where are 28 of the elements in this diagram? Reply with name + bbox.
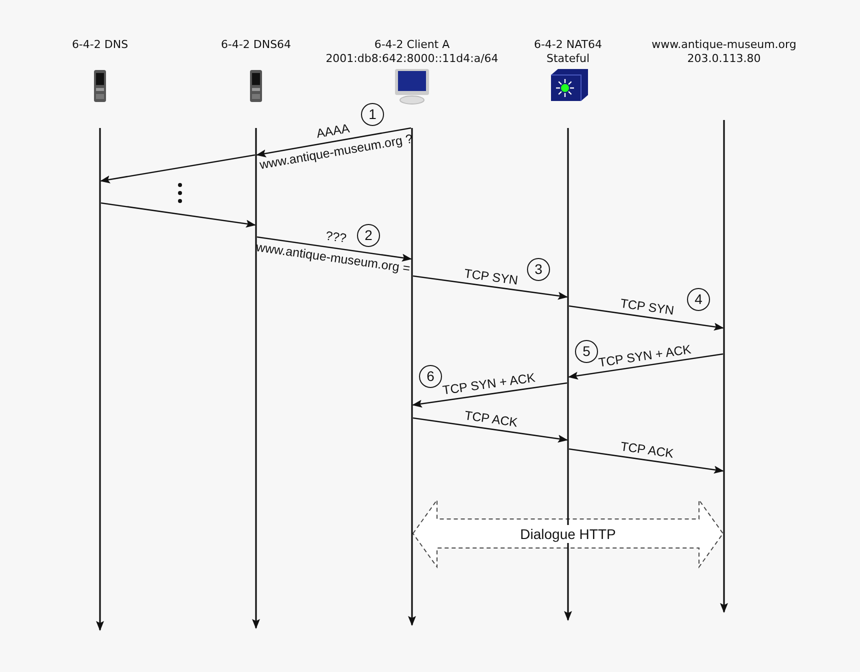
message-arrow: [100, 202, 256, 228]
message-label: TCP SYN + ACK: [596, 340, 693, 372]
step-number: 6: [419, 365, 442, 388]
step-number: 1: [361, 103, 384, 126]
participant-label: www.antique-museum.org 203.0.113.80: [650, 38, 798, 66]
message-arrow: [412, 382, 568, 408]
message-arrow: [568, 305, 724, 331]
participant-label: 6-4-2 Client A 2001:db8:642:8000::11d4:a/64: [324, 38, 500, 66]
message-arrow: [568, 353, 724, 380]
message-arrow: [256, 127, 412, 158]
message-label: TCP SYN: [618, 295, 676, 320]
step-number: 3: [527, 258, 550, 281]
message-arrow: [100, 154, 256, 184]
arrow-label: Dialogue HTTP: [520, 524, 616, 542]
step-number: 4: [687, 288, 710, 311]
message-arrow: [256, 236, 412, 262]
message-arrow: [568, 448, 724, 474]
step-number: 5: [575, 340, 598, 363]
participant-label: 6-4-2 NAT64 Stateful: [532, 38, 604, 66]
participant-label: 6-4-2 DNS64: [220, 38, 292, 52]
message-label: TCP ACK: [618, 438, 676, 463]
message-arrow: [412, 275, 568, 300]
message-label: TCP ACK: [462, 407, 520, 432]
message-label: TCP SYN: [462, 265, 520, 290]
message-arrow: [412, 417, 568, 443]
message-label: TCP SYN + ACK: [440, 370, 538, 400]
step-number: 2: [357, 224, 380, 247]
participant-label: 6-4-2 DNS: [72, 38, 128, 52]
